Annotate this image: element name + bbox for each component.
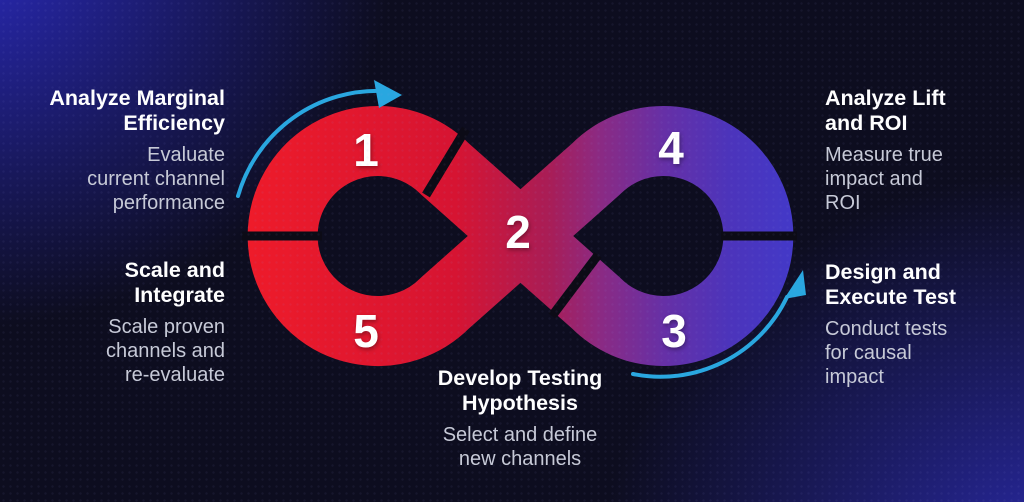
stage-1-label: Analyze Marginal Efficiency Evaluate cur… [0, 86, 225, 215]
stage-2-label: Develop Testing Hypothesis Select and de… [385, 366, 655, 471]
stage-1-number: 1 [353, 124, 379, 176]
stage-3-label: Design and Execute Test Conduct tests fo… [825, 260, 1005, 389]
stage-5-number: 5 [353, 305, 379, 357]
stage-4-number: 4 [658, 122, 684, 174]
arrowhead-right-icon [374, 80, 402, 108]
stage-1-title: Analyze Marginal Efficiency [49, 86, 225, 135]
arrowhead-up-icon [784, 270, 806, 299]
stage-4-label: Analyze Lift and ROI Measure true impact… [825, 86, 1000, 215]
stage-5-title: Scale and Integrate [124, 258, 225, 307]
stage-5-description: Scale proven channels and re-evaluate [106, 316, 225, 386]
stage-4-description: Measure true impact and ROI [825, 144, 943, 214]
stage-2-number: 2 [505, 206, 531, 258]
stage-3-number: 3 [661, 305, 687, 357]
stage-3-title: Design and Execute Test [825, 260, 957, 309]
stage-3-description: Conduct tests for causal impact [825, 318, 948, 388]
stage-4-title: Analyze Lift and ROI [825, 86, 946, 135]
stage-2-description: Select and define new channels [442, 424, 598, 470]
flow-arrow-bottom-right [631, 295, 789, 379]
stage-5-label: Scale and Integrate Scale proven channel… [0, 258, 225, 387]
stage-2-title: Develop Testing Hypothesis [437, 366, 603, 415]
segment-divider-2-3 [548, 252, 602, 319]
stage-1-description: Evaluate current channel performance [87, 144, 225, 214]
segment-divider-1-2 [422, 126, 470, 198]
flow-arrow-top-left [236, 88, 386, 198]
